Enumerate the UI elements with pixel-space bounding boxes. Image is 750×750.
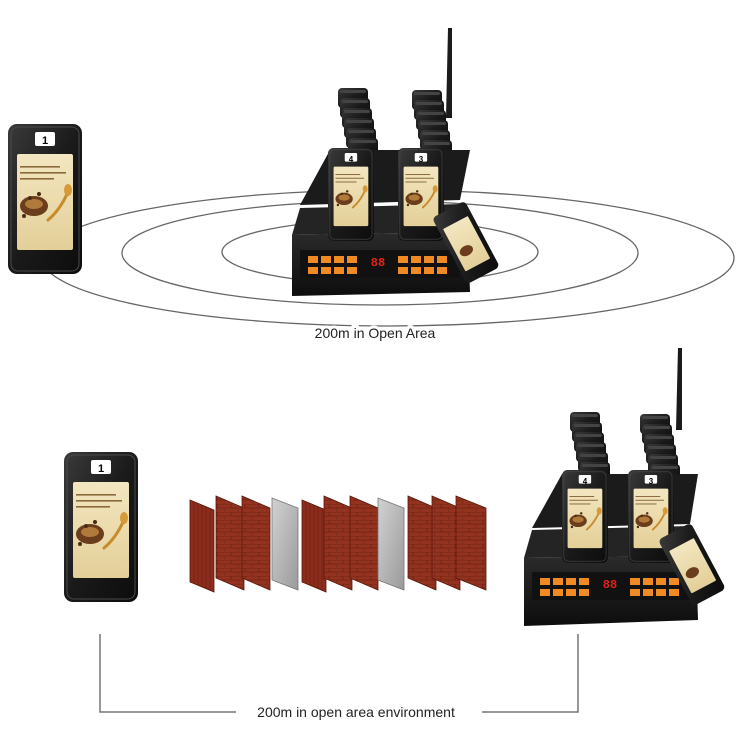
base-led-display: 88 [603,578,617,592]
pager-device-bottom: 1 [62,450,140,604]
obstacles [189,495,487,593]
keypad [532,572,690,600]
antenna-icon [676,348,682,430]
obstacle-brick-wall [323,495,353,591]
antenna-icon [446,28,452,118]
charging-pager-left-number: 4 [349,155,354,164]
distance-bracket [99,634,579,713]
obstacle-wood-door [301,499,327,593]
obstacle-brick-wall [407,495,437,591]
pager-device-top: 1 [6,122,84,276]
transmitter-base-bottom: 4 3 88 [524,348,725,626]
obstacle-brick-wall [241,495,271,591]
pager-number: 1 [98,463,104,475]
base-led-display: 88 [371,256,385,270]
obstacle-brick-wall [455,495,487,591]
obstacle-brick-wall [349,495,379,591]
top-range-diagram: 1 4 3 [6,28,735,344]
charging-pager-right-number: 3 [419,155,424,164]
charging-pager-left-number: 4 [583,477,588,486]
tilted-pager-bottom [659,524,725,605]
top-range-caption: 200m in Open Area [315,325,436,341]
keypad [300,250,460,278]
obstacle-glass-panel [271,497,299,591]
bottom-range-caption: 200m in open area environment [257,704,455,720]
obstacle-wood-door [189,499,215,593]
obstacle-brick-wall [215,495,245,591]
obstacle-glass-panel [377,497,405,591]
tilted-pager-top [433,202,499,283]
obstacle-brick-wall [431,495,461,591]
transmitter-base-top: 4 3 88 [292,28,499,296]
pager-number: 1 [42,135,48,147]
charging-pager-right-number: 3 [649,477,654,486]
bottom-obstacle-diagram: 200m in open area environment 1 [62,348,725,720]
